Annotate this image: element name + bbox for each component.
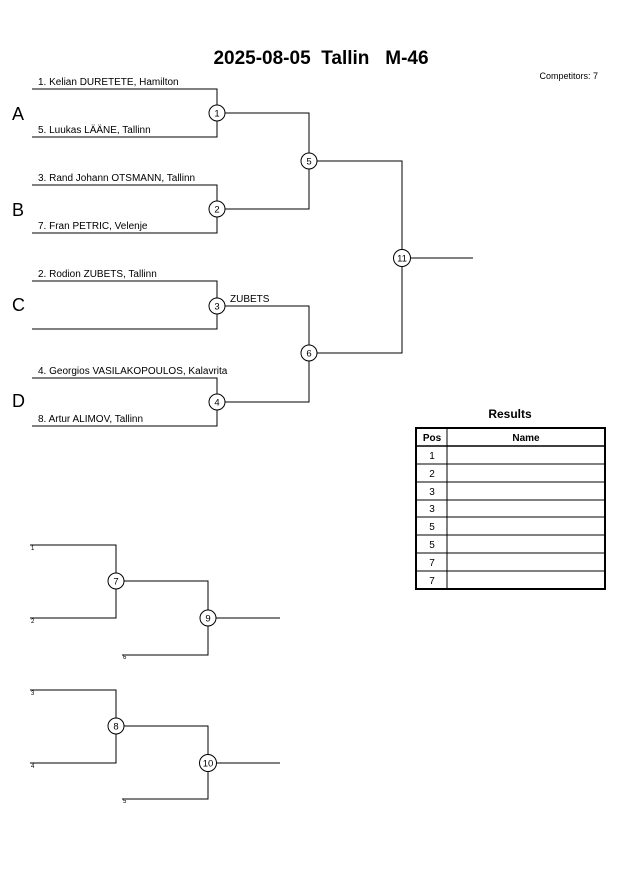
results-table: Results Pos Name 1 2 3 3 5 5 7 7 [415, 407, 606, 590]
match-circle: 9 [199, 609, 217, 627]
competitor-entry: 3. Rand Johann OTSMANN, Tallinn [38, 173, 195, 184]
svg-text:6: 6 [306, 349, 311, 360]
bracket-line-round2-bottom [217, 305, 310, 403]
competitor-entry: 7. Fran PETRIC, Velenje [38, 221, 148, 232]
results-row-pos: 5 [429, 540, 435, 551]
repechage-label: 4 [31, 764, 35, 770]
competitor-entry: 2. Rodion ZUBETS, Tallinn [38, 269, 157, 280]
competitor-entry: 5. Luukas LÄÄNE, Tallinn [38, 124, 151, 136]
match-circle: 5 [300, 152, 318, 170]
bracket-line-round2-top [217, 112, 310, 210]
results-header-pos: Pos [423, 433, 442, 444]
pool-letter-b: B [12, 200, 24, 220]
repechage-lines [30, 544, 280, 800]
results-grid [416, 428, 605, 589]
competitor-entry: 8. Artur ALIMOV, Tallinn [38, 414, 143, 425]
svg-text:4: 4 [214, 398, 219, 409]
match-circle: 2 [208, 200, 226, 218]
repechage-line [116, 725, 209, 800]
page-title: 2025-08-05 Tallin M-46 [213, 48, 428, 69]
svg-text:7: 7 [113, 577, 118, 588]
results-row-pos: 3 [429, 487, 435, 498]
bracket-line-c [32, 280, 218, 330]
results-border [415, 427, 606, 590]
results-row-pos: 1 [429, 451, 435, 462]
svg-text:3: 3 [214, 302, 219, 313]
svg-text:2: 2 [214, 205, 219, 216]
pool-letter-a: A [12, 104, 24, 124]
repechage-label: 3 [31, 691, 35, 697]
svg-text:9: 9 [205, 614, 210, 625]
competitor-entry: 4. Georgios VASILAKOPOULOS, Kalavrita [38, 366, 228, 377]
results-row-pos: 2 [429, 469, 435, 480]
repechage-labels: 1 2 6 3 4 5 [31, 546, 127, 805]
repechage-label: 6 [123, 655, 127, 661]
results-row-pos: 7 [429, 558, 435, 569]
results-row-pos: 3 [429, 504, 435, 515]
repechage-label: 5 [123, 799, 127, 805]
repechage-line [30, 689, 117, 764]
match-circles: 1 2 3 4 5 6 11 7 [107, 104, 411, 772]
results-header-name: Name [512, 433, 540, 444]
svg-text:10: 10 [203, 759, 214, 770]
competitor-entry: 1. Kelian DURETETE, Hamilton [38, 77, 179, 88]
svg-text:8: 8 [113, 722, 118, 733]
repechage-label: 2 [31, 619, 35, 625]
results-row-pos: 5 [429, 522, 435, 533]
svg-text:5: 5 [306, 157, 311, 168]
match-circle: 8 [107, 717, 125, 735]
match-circle: 3 [208, 297, 226, 315]
match-circle: 6 [300, 344, 318, 362]
advance-note: ZUBETS [230, 294, 270, 305]
repechage-line [116, 580, 209, 656]
pool-letters: A B C D [12, 104, 25, 411]
pool-letter-c: C [12, 295, 25, 315]
results-title: Results [488, 407, 532, 421]
match-circle: 1 [208, 104, 226, 122]
pool-letter-d: D [12, 391, 25, 411]
match-circle: 4 [208, 393, 226, 411]
competitors-count: Competitors: 7 [539, 71, 598, 81]
match-circle: 7 [107, 572, 125, 590]
competitor-entries: 1. Kelian DURETETE, Hamilton 5. Luukas L… [38, 77, 228, 425]
results-row-pos: 7 [429, 576, 435, 587]
repechage-line [30, 544, 117, 619]
svg-text:11: 11 [397, 254, 407, 265]
match-circle: 11 [393, 249, 411, 267]
match-circle: 10 [199, 754, 217, 772]
svg-text:1: 1 [214, 109, 219, 120]
bracket-line-final [309, 160, 403, 354]
repechage-label: 1 [31, 546, 35, 552]
results-rows: 1 2 3 3 5 5 7 7 [429, 451, 435, 587]
